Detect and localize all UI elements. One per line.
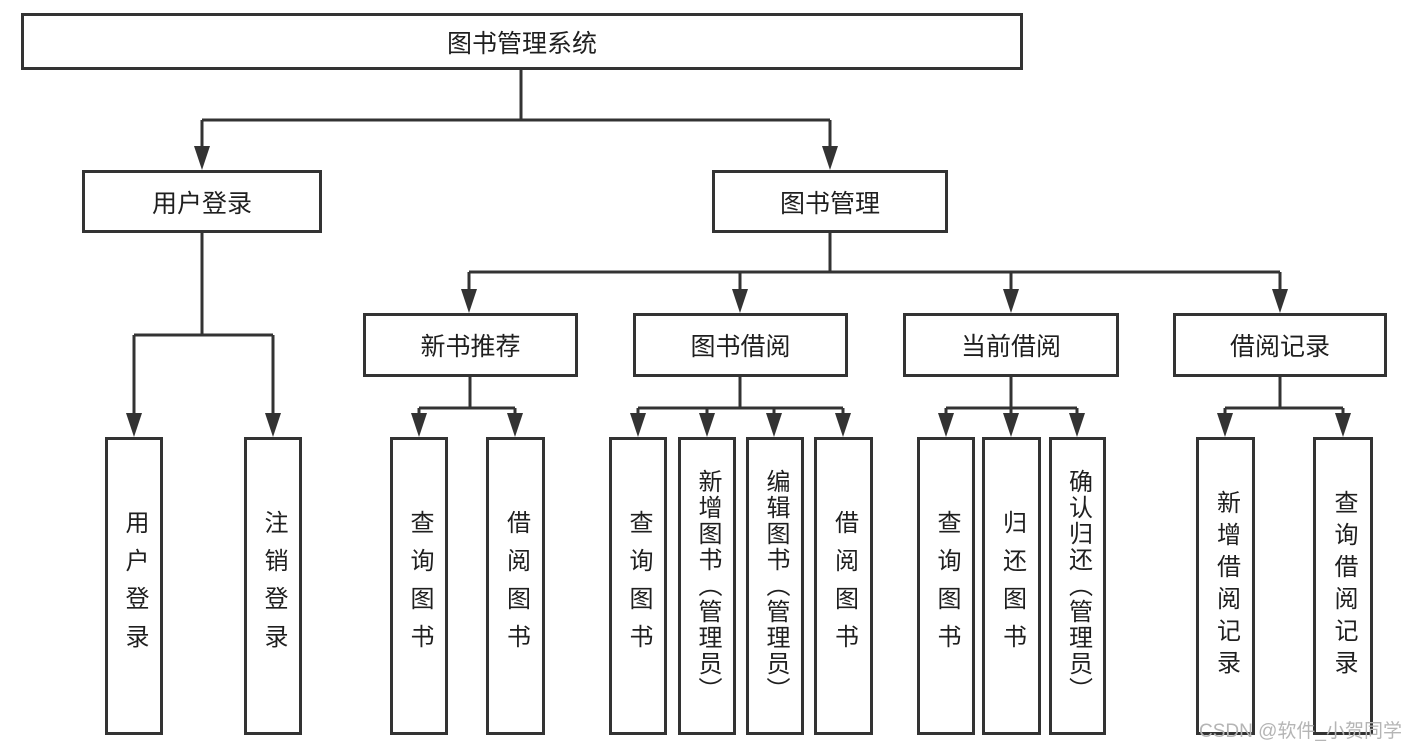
leaf-bb-query-books: 查询图书 [609, 437, 667, 735]
node-new-book-recommend: 新书推荐 [363, 313, 578, 377]
leaf-nb-query-books: 查询图书 [390, 437, 448, 735]
leaf-user-login: 用户登录 [105, 437, 163, 735]
leaf-bb-add-books-admin: 新增图书（管理员） [678, 437, 736, 735]
leaf-cb-query-books: 查询图书 [917, 437, 975, 735]
node-current-borrowing-label: 当前借阅 [960, 333, 1061, 361]
node-book-management: 图书管理 [712, 170, 948, 233]
leaf-bb-query-books-label: 查询图书 [625, 510, 652, 662]
leaf-cb-confirm-return-admin-label: 确认归还（管理员） [1064, 469, 1092, 703]
leaf-br-add-record: 新增借阅记录 [1196, 437, 1255, 735]
leaf-nb-borrow-books: 借阅图书 [486, 437, 545, 735]
node-user-login-label: 用户登录 [151, 189, 252, 218]
leaf-bb-borrow-books-label: 借阅图书 [830, 510, 858, 662]
leaf-bb-edit-books-admin-label: 编辑图书（管理员） [762, 469, 789, 703]
watermark: CSDN @软件_小贺同学 [1199, 721, 1402, 742]
leaf-cb-return-books-label: 归还图书 [998, 510, 1026, 662]
node-user-login: 用户登录 [82, 170, 322, 233]
leaf-cb-return-books: 归还图书 [982, 437, 1041, 735]
leaf-br-query-record-label: 查询借阅记录 [1330, 490, 1357, 682]
node-root-label: 图书管理系统 [446, 29, 597, 58]
node-book-borrowing-label: 图书借阅 [690, 333, 791, 361]
node-book-management-label: 图书管理 [779, 189, 880, 218]
leaf-cb-confirm-return-admin: 确认归还（管理员） [1049, 437, 1106, 735]
leaf-nb-borrow-books-label: 借阅图书 [502, 510, 530, 662]
node-root: 图书管理系统 [21, 13, 1023, 70]
leaf-cb-query-books-label: 查询图书 [933, 510, 960, 662]
leaf-bb-add-books-admin-label: 新增图书（管理员） [694, 469, 721, 703]
leaf-br-query-record: 查询借阅记录 [1313, 437, 1373, 735]
leaf-nb-query-books-label: 查询图书 [406, 510, 433, 662]
leaf-logout-label: 注销登录 [260, 510, 287, 662]
node-new-book-recommend-label: 新书推荐 [420, 333, 521, 361]
arrowheads [126, 146, 1351, 437]
node-current-borrowing: 当前借阅 [903, 313, 1119, 377]
leaf-user-login-label: 用户登录 [121, 510, 148, 662]
leaf-bb-edit-books-admin: 编辑图书（管理员） [746, 437, 804, 735]
node-book-borrowing: 图书借阅 [633, 313, 848, 377]
leaf-bb-borrow-books: 借阅图书 [814, 437, 873, 735]
leaf-logout: 注销登录 [244, 437, 302, 735]
leaf-br-add-record-label: 新增借阅记录 [1212, 490, 1240, 682]
node-borrowing-records: 借阅记录 [1173, 313, 1387, 377]
node-borrowing-records-label: 借阅记录 [1229, 333, 1330, 361]
